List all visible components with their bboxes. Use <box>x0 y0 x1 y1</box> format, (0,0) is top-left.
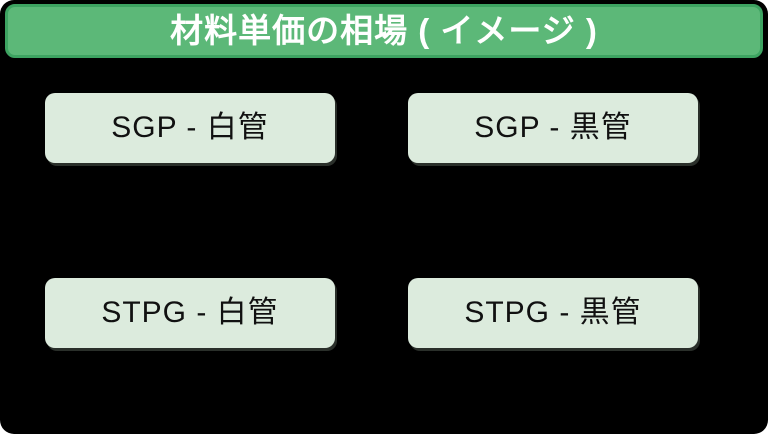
box-sgp-white-pipe: SGP - 白管 <box>45 93 335 163</box>
box-label: STPG - 白管 <box>101 296 279 329</box>
box-stpg-black-pipe: STPG - 黒管 <box>408 278 698 348</box>
box-label: SGP - 黒管 <box>474 111 632 144</box>
page-title: 材料単価の相場 ( イメージ ) <box>170 11 598 49</box>
box-label: STPG - 黒管 <box>464 296 642 329</box>
title-banner: 材料単価の相場 ( イメージ ) <box>5 4 763 58</box>
box-label: SGP - 白管 <box>111 111 269 144</box>
box-sgp-black-pipe: SGP - 黒管 <box>408 93 698 163</box>
box-stpg-white-pipe: STPG - 白管 <box>45 278 335 348</box>
